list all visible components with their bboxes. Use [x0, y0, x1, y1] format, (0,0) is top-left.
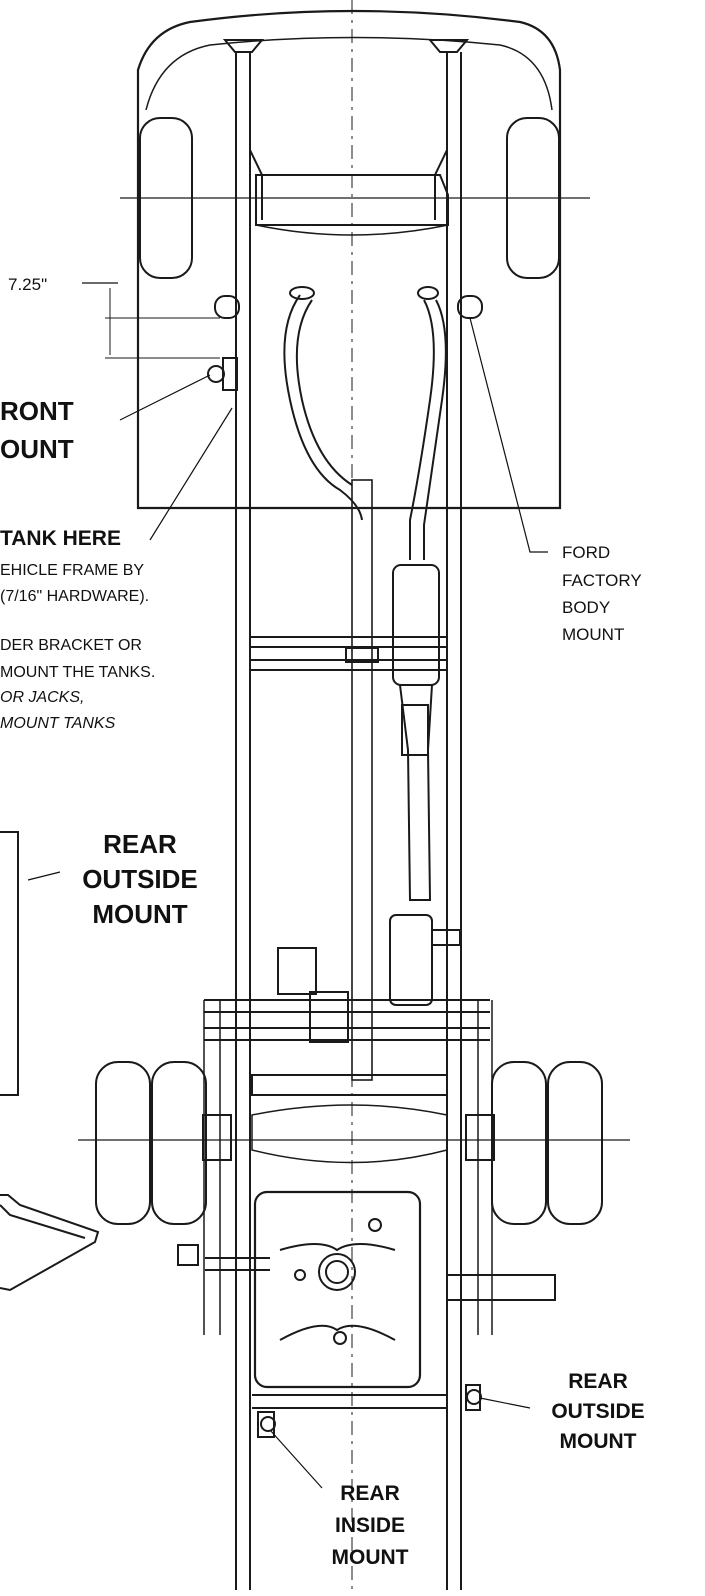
italic-line-2: MOUNT TANKS	[0, 715, 116, 732]
ford-body-mount-label: FORD FACTORY BODY MOUNT	[562, 543, 642, 644]
dimension-label: 7.25"	[8, 275, 47, 294]
rear-outside-left-line-1: REAR	[103, 829, 177, 859]
rear-inside-line-1: REAR	[340, 1482, 400, 1505]
rear-inside-mount-label: REAR INSIDE MOUNT	[332, 1482, 409, 1569]
ford-line-1: FORD	[562, 543, 610, 562]
rear-outside-right-line-3: MOUNT	[560, 1430, 637, 1453]
leader-lines	[27, 282, 548, 1489]
rear-outside-right-line-2: OUTSIDE	[551, 1400, 644, 1423]
rear-outside-left-line-3: MOUNT	[92, 899, 187, 929]
chassis-drawing	[0, 0, 630, 1590]
ford-line-4: MOUNT	[562, 625, 624, 644]
rear-outside-right-line-1: REAR	[568, 1370, 628, 1393]
bracket-line-2: MOUNT THE TANKS.	[0, 664, 155, 681]
front-mount-line-2: OUNT	[0, 434, 74, 464]
rear-outside-mount-left-label: REAR OUTSIDE MOUNT	[82, 829, 198, 929]
italic-line-1: OR JACKS,	[0, 689, 84, 706]
bracket-line-1: DER BRACKET OR	[0, 637, 142, 654]
rear-inside-line-3: MOUNT	[332, 1546, 409, 1569]
note-line-1: EHICLE FRAME BY	[0, 562, 144, 579]
rear-inside-line-2: INSIDE	[335, 1514, 405, 1537]
front-mount-line-1: RONT	[0, 396, 74, 426]
ford-line-3: BODY	[562, 598, 610, 617]
rear-outside-left-line-2: OUTSIDE	[82, 864, 198, 894]
rear-outside-mount-right-label: REAR OUTSIDE MOUNT	[551, 1370, 644, 1453]
note-line-2: (7/16" HARDWARE).	[0, 588, 149, 605]
ford-line-2: FACTORY	[562, 571, 642, 590]
tank-here-label: TANK HERE	[0, 527, 121, 550]
front-mount-label: RONT OUNT	[0, 396, 74, 464]
